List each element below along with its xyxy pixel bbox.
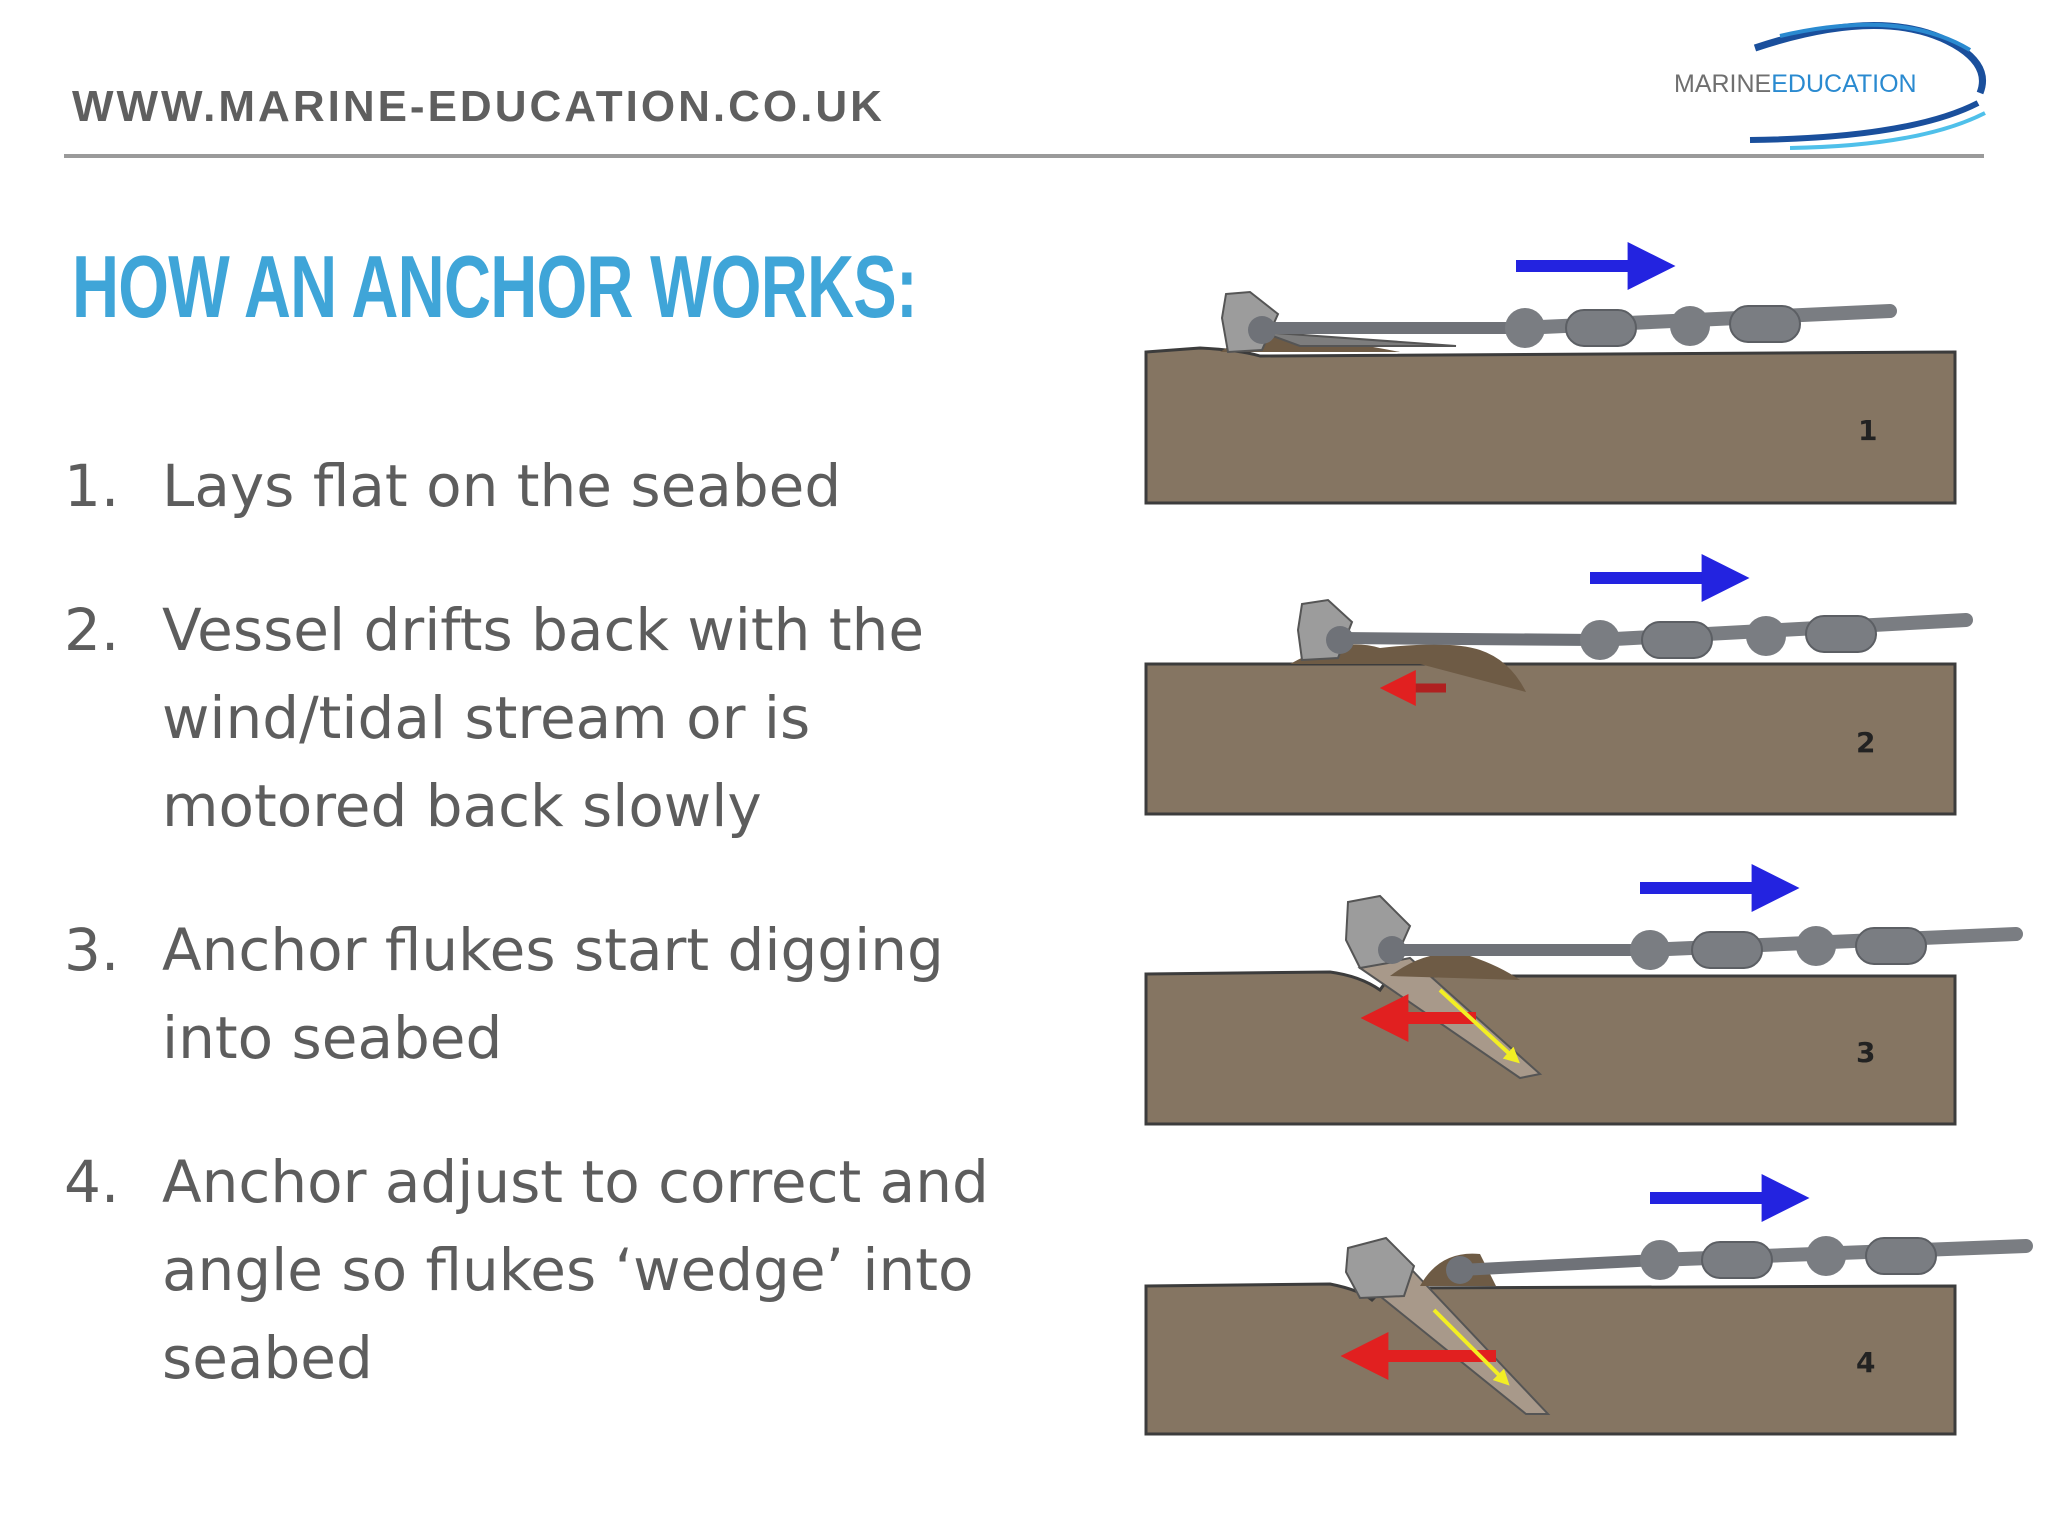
disturbed-sand — [1390, 953, 1520, 980]
seabed — [1144, 970, 1957, 1126]
step-number: 4. — [64, 1148, 120, 1216]
marine-education-logo: MARINEEDUCATION — [1660, 8, 2000, 158]
step-text: Vessel drifts back with the wind/tidal s… — [162, 596, 925, 840]
logo-wordmark-education: EDUCATION — [1771, 70, 1917, 98]
fluke-direction-arrow — [1432, 1308, 1510, 1386]
step-item-1: 1. Lays flat on the seabed — [64, 442, 1024, 530]
seabed — [1144, 1282, 1957, 1436]
panel-4: 4 — [1144, 1174, 2033, 1436]
step-text: Anchor adjust to correct and angle so fl… — [162, 1148, 989, 1392]
anchor-chain — [1640, 1236, 2033, 1280]
anchor — [1344, 894, 1646, 970]
anchor — [1220, 290, 1520, 354]
disturbed-sand — [1290, 644, 1526, 692]
logo-wordmark: MARINEEDUCATION — [1674, 70, 1917, 99]
step-number: 1. — [64, 452, 120, 520]
page-title: HOW AN ANCHOR WORKS: — [72, 237, 918, 336]
anchor-chain — [1505, 304, 1897, 348]
anchor — [1296, 598, 1597, 662]
step-text: Lays flat on the seabed — [162, 452, 842, 520]
step-item-2: 2. Vessel drifts back with the wind/tida… — [64, 586, 1024, 850]
step-number: 3. — [64, 916, 120, 984]
header-divider — [64, 154, 1984, 158]
panel-number: 3 — [1856, 1036, 1875, 1069]
anchor — [1344, 1236, 1657, 1300]
logo-swoosh-icon — [1749, 22, 1986, 150]
panel-number: 4 — [1856, 1346, 1875, 1379]
fluke-direction-arrow — [1438, 988, 1520, 1064]
panel-2: 2 — [1144, 554, 1973, 816]
step-text: Anchor flukes start digging into seabed — [162, 916, 944, 1072]
seabed — [1144, 346, 1957, 505]
step-item-3: 3. Anchor flukes start digging into seab… — [64, 906, 1024, 1082]
panel-number: 2 — [1856, 726, 1875, 759]
logo-wordmark-marine: MARINE — [1674, 70, 1772, 98]
panel-1: 1 — [1144, 242, 1957, 505]
seabed — [1144, 662, 1957, 816]
steps-list: 1. Lays flat on the seabed 2. Vessel dri… — [64, 442, 1024, 1458]
step-item-4: 4. Anchor adjust to correct and angle so… — [64, 1138, 1024, 1402]
panel-3: 3 — [1144, 864, 2023, 1126]
anchor-chain — [1580, 613, 1973, 660]
anchor-chain — [1630, 926, 2023, 970]
panel-number: 1 — [1858, 414, 1877, 447]
step-number: 2. — [64, 596, 120, 664]
anchor-diagram: 1 2 — [1144, 242, 2033, 1436]
website-url: WWW.MARINE-EDUCATION.CO.UK — [72, 82, 885, 131]
